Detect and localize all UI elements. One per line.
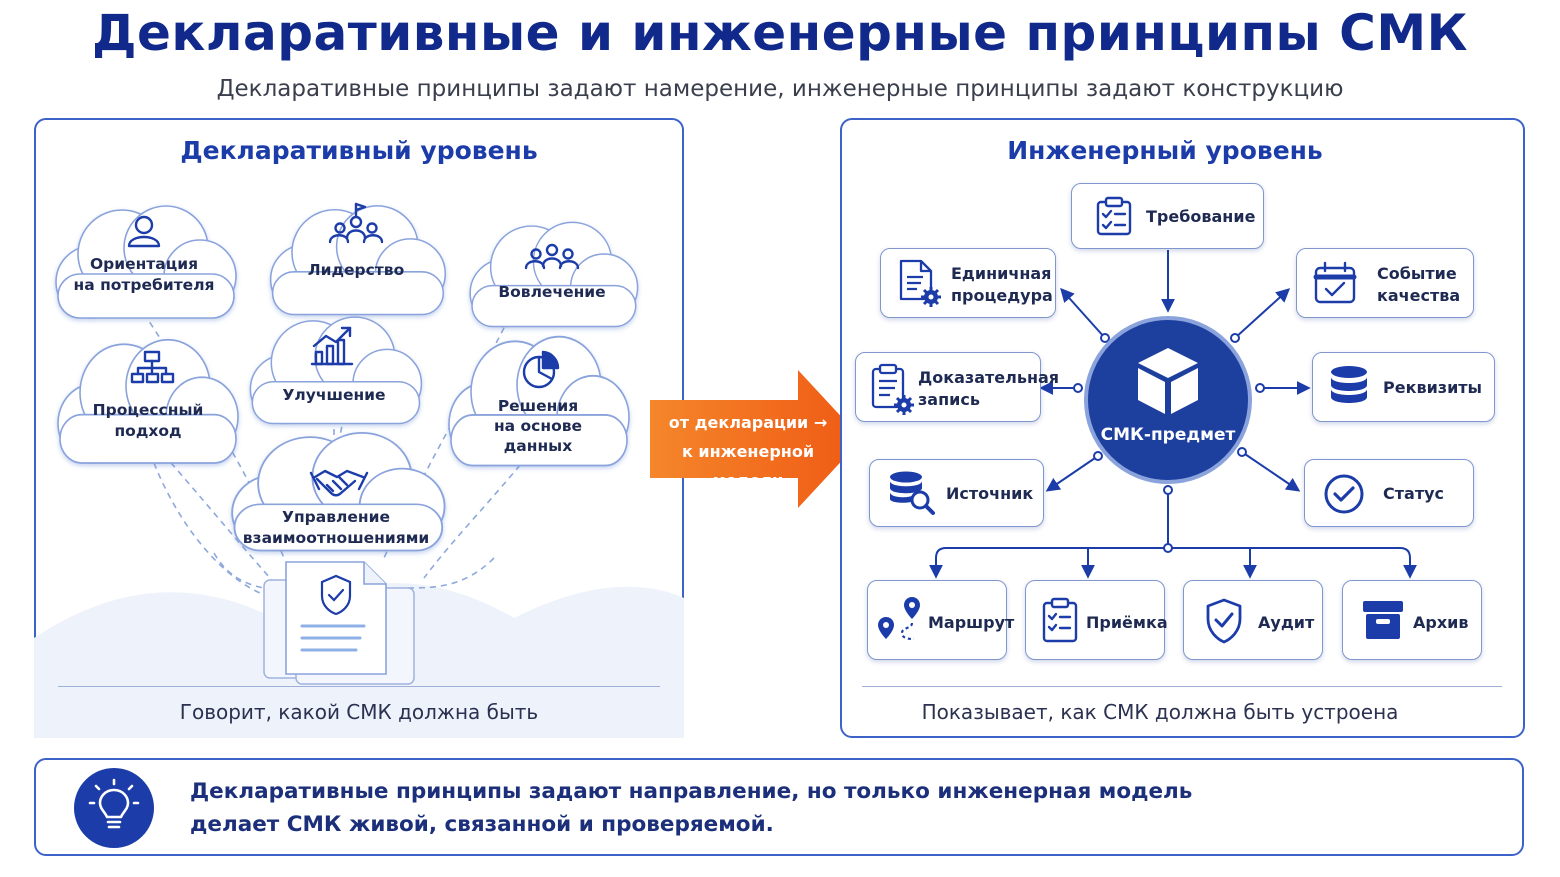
- conclusion-text: Декларативные принципы задают направлени…: [190, 779, 1193, 837]
- node-acceptance-label: Приёмка: [1086, 613, 1168, 632]
- node-acceptance: Приёмка: [1025, 580, 1168, 660]
- flowchart-icon: [130, 350, 175, 384]
- node-source-label: Источник: [946, 484, 1034, 503]
- node-archive: Архив: [1342, 580, 1482, 660]
- document-gear-icon: [899, 259, 941, 307]
- page-title: Декларативные и инженерные принципы СМК: [91, 4, 1469, 62]
- declarative-panel-footer: Говорит, какой СМК должна быть: [179, 700, 539, 724]
- clipboard-list-icon: [1042, 597, 1078, 643]
- transition-arrow: [650, 370, 862, 508]
- engineering-divider: [862, 686, 1502, 687]
- cloud-improvement: [249, 316, 423, 425]
- handshake-icon: [309, 469, 369, 497]
- clipboard-gear-icon: [871, 363, 914, 415]
- route-icon: [878, 597, 920, 641]
- node-requirement-label: Требование: [1146, 207, 1256, 226]
- node-status-label: Статус: [1383, 484, 1444, 503]
- node-audit: Аудит: [1183, 580, 1323, 660]
- transition-arrow-label: от декларации →к инженерной модели: [668, 413, 828, 490]
- cloud-leadership-label: Лидерство: [307, 261, 405, 279]
- people-icon: [524, 243, 580, 270]
- declarative-divider: [58, 686, 660, 687]
- qms-subject-label: СМК-предмет: [1100, 425, 1236, 445]
- check-circle-icon: [1324, 474, 1364, 514]
- engineering-panel-title: Инженерный уровень: [1007, 136, 1323, 165]
- node-route-label: Маршрут: [928, 613, 1015, 632]
- declarative-diagram: [34, 202, 684, 738]
- cloud-improvement-label: Улучшение: [282, 386, 386, 404]
- engineering-connectors: [929, 250, 1417, 579]
- engineering-panel-footer: Показывает, как СМК должна быть устроена: [921, 700, 1399, 724]
- node-requirement: Требование: [1071, 183, 1264, 249]
- lightbulb-icon: [74, 768, 154, 848]
- shield-document-icon: [263, 561, 415, 685]
- node-route: Маршрут: [867, 580, 1014, 660]
- node-source: Источник: [869, 459, 1044, 527]
- leader-group-icon: [328, 202, 384, 244]
- node-requisites: Реквизиты: [1312, 352, 1495, 422]
- declarative-panel-title: Декларативный уровень: [180, 136, 538, 165]
- database-search-icon: [890, 471, 935, 515]
- qms-subject-center: [1084, 316, 1252, 484]
- node-archive-label: Архив: [1413, 613, 1469, 632]
- cloud-engagement: [469, 221, 639, 328]
- calendar-check-icon: [1313, 261, 1357, 304]
- growth-chart-icon: [310, 326, 354, 366]
- archive-box-icon: [1363, 601, 1403, 639]
- cloud-engagement-label: Вовлечение: [498, 283, 606, 301]
- pie-chart-icon: [522, 350, 560, 389]
- node-requisites-label: Реквизиты: [1383, 378, 1483, 397]
- checklist-icon: [1096, 196, 1132, 236]
- shield-check-icon: [1206, 598, 1242, 644]
- page-subtitle: Декларативные принципы задают намерение,…: [216, 76, 1344, 102]
- node-audit-label: Аудит: [1258, 613, 1315, 632]
- conclusion-box: [34, 758, 1524, 856]
- cube-icon: [1138, 348, 1198, 414]
- node-status: Статус: [1304, 459, 1474, 527]
- database-icon: [1331, 366, 1367, 403]
- person-icon: [127, 215, 161, 248]
